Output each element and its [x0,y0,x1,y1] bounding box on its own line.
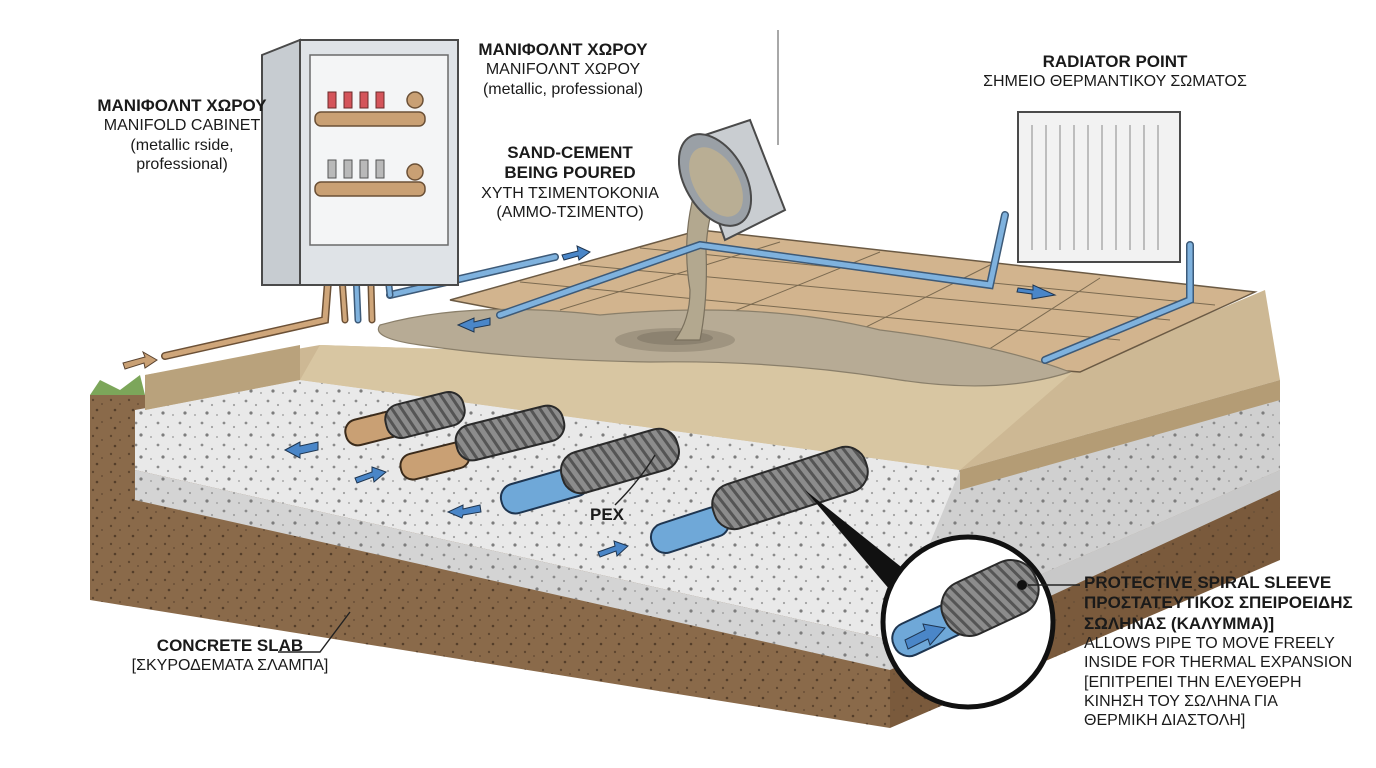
buried-pipe-4 [649,445,869,554]
radiator [1017,111,1181,263]
sleeve-desc4: ΚΙΝΗΣΗ ΤΟΥ ΣΩΛΗΝΑ ΓΙΑ [1084,692,1278,710]
manifold-cabinet-label: ΜΑΝΙΦΟΛΝΤ ΧΩΡΟΥ MANIFOLD CABINET (metall… [82,96,282,174]
sleeve-desc5: ΘΕΡΜΙΚΗ ΔΙΑΣΤΟΛΗ] [1084,711,1246,729]
pour-label: SAND-CEMENT BEING POURED ΧΥΤΗ ΤΣΙΜΕΝΤΟΚΟ… [470,143,670,222]
buried-pipe-1 [344,391,466,447]
buried-pipe-2 [399,404,566,481]
slab-greek: [ΣΚΥΡΟΔΕΜΑΤΑ ΣΛΑΜΠΑ] [131,657,329,675]
manifold-top-note: (metallic, professional) [482,80,644,98]
sleeve-title: PROTECTIVE SPIRAL SLEEVE [1084,573,1332,592]
sleeve-desc2: INSIDE FOR THERMAL EXPANSION [1084,654,1353,672]
leader-lines [278,454,1080,653]
sleeve-desc3: [ΕΠΙΤΡΕΠΕΙ ΤΗΝ ΕΛΕΥΘΕΡΗ [1084,673,1302,691]
manifold-top-title: ΜΑΝΙΦΟΛΝΤ ΧΩΡΟΥ [478,40,648,59]
pex-text: PEX [590,505,625,524]
radiator-label: RADIATOR POINT ΣΗΜΕΙΟ ΘΕΡΜΑΝΤΙΚΟΥ ΣΩΜΑΤΟ… [975,52,1255,92]
manifold-left-title: ΜΑΝΙΦΟΛΝΤ ΧΩΡΟΥ [97,96,267,115]
sleeve-desc1: ALLOWS PIPE TO MOVE FREELY [1084,635,1335,653]
buried-pipe-3 [499,427,680,515]
sleeve-greek2: ΣΩΛΗΝΑΣ (ΚΑΛΥΜΜΑ)] [1084,613,1275,633]
manifold-left-note1: (metallic rside, [130,136,234,154]
pour-greek2: (ΑΜΜΟ-ΤΣΙΜΕΝΤΟ) [496,203,644,221]
manifold-top-label: ΜΑΝΙΦΟΛΝΤ ΧΩΡΟΥ ΜΑΝΙFOΛΝΤ ΧΩΡΟΥ (metalli… [468,40,658,99]
pex-label: PEX [590,505,624,525]
sleeve-greek1: ΠΡΟΣΤΑΤΕΥΤΙΚΟΣ ΣΠΕΙΡΟΕΙΔΗΣ [1084,593,1353,613]
concrete-slab-label: CONCRETE SLAB [ΣΚΥΡΟΔΕΜΑΤΑ ΣΛΑΜΠΑ] [130,636,330,676]
pour-title1: SAND-CEMENT [507,143,633,162]
radiator-title: RADIATOR POINT [1042,52,1188,71]
sleeve-label: PROTECTIVE SPIRAL SLEEVE ΠΡΟΣΤΑΤΕΥΤΙΚΟΣ … [1084,573,1369,730]
pour-title2: BEING POURED [504,163,636,183]
pouring-bucket [673,118,787,341]
slab-title: CONCRETE SLAB [156,636,304,655]
manifold-left-note2: professional) [136,155,228,173]
pex-surface-runs [386,211,1194,364]
leader-dot [1017,580,1027,590]
manifold-cabinet [261,38,459,286]
manifold-left-subtitle: MANIFOLD CABINET [103,117,261,135]
radiator-greek: ΣΗΜΕΙΟ ΘΕΡΜΑΝΤΙΚΟΥ ΣΩΜΑΤΟΣ [983,73,1247,91]
pour-greek1: ΧΥΤΗ ΤΣΙΜΕΝΤΟΚΟΝΙΑ [481,184,659,202]
manifold-top-subtitle: ΜΑΝΙFOΛΝΤ ΧΩΡΟΥ [485,61,641,79]
sleeve-zoom-callout [805,490,1056,710]
